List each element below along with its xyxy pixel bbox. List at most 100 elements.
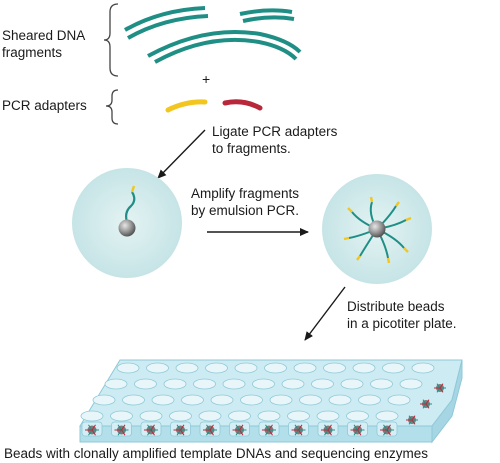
bead-strand: [408, 419, 413, 425]
figure-caption: Beads with clonally amplified template D…: [4, 446, 428, 461]
bead-strand: [268, 429, 273, 436]
distribute-label-line1: Distribute beads: [347, 299, 445, 314]
adapter-red: [222, 99, 263, 111]
plate-well: [240, 394, 263, 406]
dna-fragments: [124, 6, 302, 64]
plate-well: [92, 394, 116, 406]
plate-well: [299, 394, 322, 406]
bead-strand: [206, 424, 211, 431]
bead-strand: [206, 429, 211, 436]
plate-well: [358, 394, 381, 406]
plate-well: [316, 410, 340, 422]
sheared-dna-label-line2: fragments: [2, 45, 62, 60]
bead-strand: [408, 415, 413, 421]
bead-strand: [239, 424, 244, 431]
bead-strand: [88, 429, 93, 436]
bead-strand: [150, 429, 155, 436]
bead-strand: [324, 429, 329, 436]
bead-strand: [425, 399, 430, 405]
sheared-dna-label: Sheared DNA fragments: [2, 28, 85, 60]
plate-well: [352, 362, 376, 374]
bead-strand: [425, 403, 430, 409]
bead-strand: [357, 424, 362, 431]
bead-strand: [209, 424, 214, 431]
bead-strand: [436, 383, 441, 389]
ligate-arrow: [157, 129, 206, 179]
template-adapter-end: [130, 185, 136, 193]
bead-strand: [383, 429, 388, 436]
plate-well: [80, 410, 104, 422]
bead-strand: [147, 429, 152, 436]
bead-strand: [422, 399, 427, 405]
plate-well: [181, 394, 204, 406]
bead-strand: [383, 424, 388, 431]
adapter-yellow: [165, 99, 208, 113]
plate-well: [163, 378, 187, 390]
bead-strand: [239, 429, 244, 436]
plate-well: [328, 394, 352, 406]
bead-strand: [411, 415, 416, 421]
sheared-dna-label-line1: Sheared DNA: [2, 28, 85, 43]
pcr-adapters-label: PCR adapters: [2, 98, 87, 113]
bead-strand: [439, 383, 444, 389]
bead-strand: [439, 387, 444, 393]
plate-wells: [80, 362, 446, 437]
plate-well: [151, 394, 175, 406]
bead-strand: [91, 424, 96, 431]
plate-well: [287, 410, 310, 422]
plate-well: [269, 394, 293, 406]
bead-strand: [353, 424, 358, 431]
plate-well: [346, 410, 369, 422]
plate-well: [323, 362, 346, 374]
bead-strand: [265, 429, 270, 436]
distribute-arrow: [304, 286, 346, 341]
capture-bead: [118, 219, 136, 237]
plate-well: [264, 362, 287, 374]
plate-well: [139, 410, 163, 422]
plate-well: [104, 378, 128, 390]
plate-well: [370, 378, 393, 390]
plate-well: [134, 378, 157, 390]
ligate-label-line2: to fragments.: [212, 141, 291, 156]
sheared-dna-brace: [103, 3, 119, 77]
plate-well: [387, 394, 411, 406]
bead-strand: [121, 429, 126, 436]
plate-well: [205, 362, 228, 374]
plate-well: [169, 410, 192, 422]
bead-strand: [209, 429, 214, 436]
bead-strand: [235, 424, 240, 431]
picotiter-plate: [79, 359, 463, 444]
bead-strand: [386, 424, 391, 431]
bead-strand: [147, 424, 152, 431]
amplify-label-line1: Amplify fragments: [191, 186, 299, 201]
plate-well: [198, 410, 222, 422]
bead-strand: [117, 424, 122, 431]
bead-strand: [353, 429, 358, 436]
ligate-label-line1: Ligate PCR adapters: [212, 124, 338, 139]
bead-strand: [324, 424, 329, 431]
plate-well: [311, 378, 334, 390]
bead-strand: [294, 429, 299, 436]
bead-strand: [298, 424, 303, 431]
bead-strand: [180, 429, 185, 436]
bead-strand: [121, 424, 126, 431]
amplify-label-line2: by emulsion PCR.: [191, 203, 299, 218]
dna-fragment-3: [147, 30, 302, 64]
plate-well: [293, 362, 317, 374]
plate-well: [399, 378, 423, 390]
plate-well: [252, 378, 275, 390]
bead-strand: [411, 419, 416, 425]
plate-well: [122, 394, 145, 406]
plate-well: [146, 362, 169, 374]
bead-strand: [176, 429, 181, 436]
bead-strand: [327, 424, 332, 431]
dna-fragment-1: [124, 6, 209, 40]
dna-fragment-2: [239, 8, 295, 23]
bead-strand: [268, 424, 273, 431]
bead-strand: [235, 429, 240, 436]
distribute-label-line2: in a picotiter plate.: [347, 316, 457, 331]
plate-well: [340, 378, 364, 390]
plate-well: [193, 378, 216, 390]
pcr-adapters-brace: [105, 89, 119, 125]
bead-strand: [298, 429, 303, 436]
